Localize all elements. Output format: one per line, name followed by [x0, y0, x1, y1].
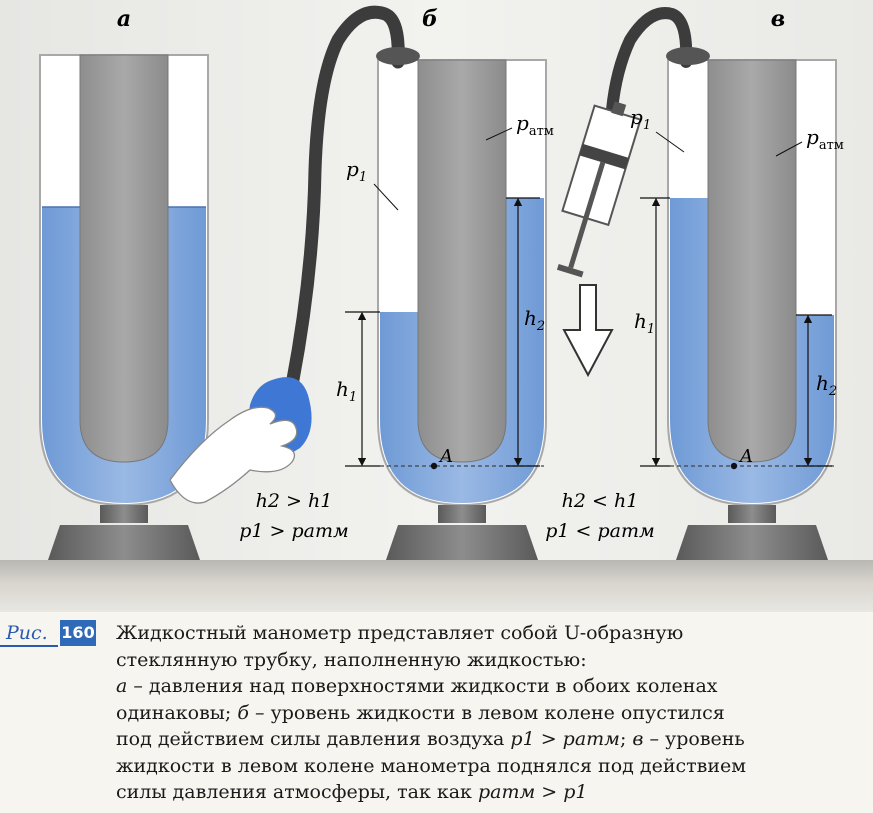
p1-v-sub: 1 [643, 118, 651, 133]
figure-prefix-underline [0, 645, 58, 647]
manometer-figure: а A h1 h2 p1 pатм б h2 > h1 [0, 0, 873, 580]
label-b: б [422, 6, 438, 32]
point-a-b: A [438, 446, 453, 467]
h1-b-sub: 1 [349, 390, 357, 405]
caption-text: Жидкостный манометр представляет собой U… [116, 620, 856, 806]
figure-prefix: Рис. [6, 622, 48, 644]
caption-line-6: жидкости в левом колене манометра поднял… [116, 754, 747, 777]
h2-v-sub: 2 [828, 384, 837, 399]
relation-v-1: h2 < h1 [562, 490, 639, 512]
relation-b-1: h2 > h1 [256, 490, 333, 512]
manometer-a: а [39, 6, 209, 560]
p1-b-sub: 1 [359, 170, 367, 185]
caption-area [0, 612, 873, 813]
patm-b-sub: атм [529, 124, 554, 139]
h2-b-sub: 2 [536, 319, 545, 334]
manometer-v: A h1 h2 p1 pатм в h2 < h1 p1 < pатм [545, 6, 844, 560]
h1-v-sub: 1 [647, 322, 655, 337]
caption-line-2: стеклянную трубку, наполненную жидкостью… [116, 648, 587, 671]
caption-line-4: одинаковы; б – уровень жидкости в левом … [116, 701, 725, 724]
label-v: в [771, 6, 785, 32]
relation-b-2: p1 > pатм [239, 520, 349, 542]
label-a: а [117, 6, 131, 32]
patm-v-sub: атм [819, 138, 844, 153]
caption-line-5: под действием силы давления воздуха p1 >… [116, 728, 745, 750]
manometer-b: A h1 h2 p1 pатм б h2 > h1 p1 > pатм [169, 5, 554, 560]
caption-line-7: силы давления атмосферы, так как pатм > … [116, 781, 588, 803]
figure-number-badge: 160 [60, 620, 96, 646]
relation-v-2: p1 < pатм [545, 520, 655, 542]
caption-line-1: Жидкостный манометр представляет собой U… [116, 622, 684, 644]
page-shadow-band [0, 560, 873, 620]
caption-line-3: а – давления над поверхностями жидкости … [116, 675, 718, 697]
point-a-v: A [738, 446, 753, 467]
